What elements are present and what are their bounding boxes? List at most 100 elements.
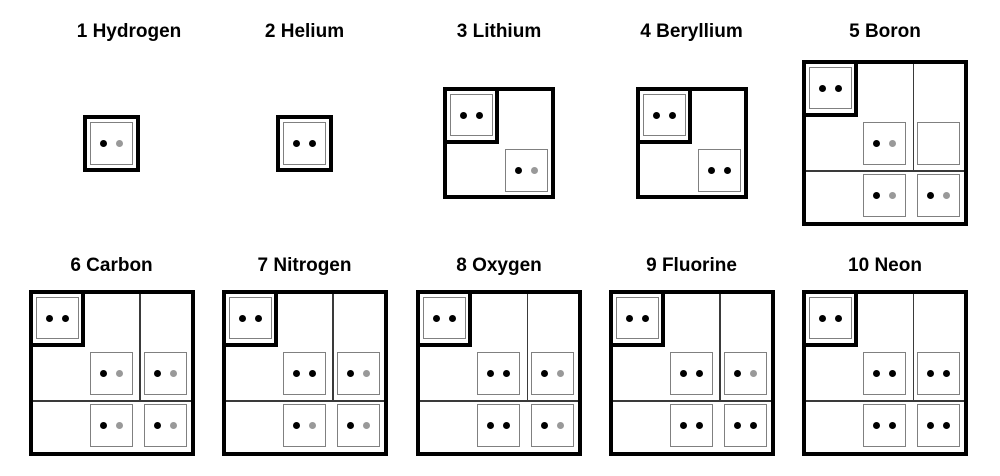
electron-dot xyxy=(476,111,483,119)
shell2-divider-horizontal xyxy=(32,400,191,402)
electron-slot-dot xyxy=(943,192,950,199)
element-title: 3 Lithium xyxy=(456,21,542,42)
orbital-2p-box-right xyxy=(143,352,187,395)
electron-dot xyxy=(292,370,300,377)
element-title: 6 Carbon xyxy=(70,255,153,276)
electron-dot xyxy=(873,192,880,199)
electron-dot xyxy=(309,139,316,147)
electron-dot xyxy=(679,370,687,377)
electron-slot-dot xyxy=(116,139,123,147)
electron-slot-dot xyxy=(362,370,370,377)
orbital-1s-box xyxy=(642,94,686,136)
element-title: 9 Fluorine xyxy=(646,255,737,276)
electron-slot-dot xyxy=(362,422,370,429)
electron-slot-dot xyxy=(308,422,316,429)
orbital-2s-box xyxy=(505,149,548,192)
electron-dot xyxy=(487,370,494,377)
element-diagram-beryllium xyxy=(635,87,748,199)
electron-dot xyxy=(487,422,494,429)
orbital-2p-box-bottom-middle xyxy=(863,174,906,217)
orbital-2p-box-right xyxy=(917,122,960,165)
electron-dot xyxy=(460,111,467,119)
electron-dot xyxy=(889,422,896,429)
electron-dot xyxy=(943,422,950,429)
element-title: 10 Neon xyxy=(848,255,922,276)
electron-dot xyxy=(503,370,510,377)
electron-dot xyxy=(733,370,741,377)
electron-dot xyxy=(819,84,826,92)
element-title: 5 Boron xyxy=(849,21,921,42)
electron-dot xyxy=(679,422,687,429)
electron-dot xyxy=(668,111,676,119)
orbital-2p-box-bottom-middle xyxy=(863,404,906,447)
electron-dot xyxy=(873,370,880,377)
element-diagram-neon xyxy=(802,290,968,456)
element-diagram-nitrogen xyxy=(221,290,388,456)
orbital-1s-box xyxy=(615,297,659,339)
electron-dot xyxy=(293,139,300,147)
orbital-1s-box xyxy=(283,121,326,165)
orbital-1s-box xyxy=(90,121,133,165)
orbital-2s-box xyxy=(89,352,133,395)
shell2-divider-horizontal xyxy=(612,400,771,402)
shell2-divider-vertical xyxy=(526,294,528,402)
electron-dot xyxy=(873,140,880,147)
electron-dot xyxy=(515,167,522,174)
electron-dot xyxy=(292,422,300,429)
orbital-1s-box xyxy=(35,297,79,339)
electron-dot xyxy=(625,314,633,322)
element-diagram-fluorine xyxy=(608,290,775,456)
electron-dot xyxy=(153,422,161,429)
electron-dot xyxy=(541,370,548,377)
electron-slot-dot xyxy=(115,370,123,377)
orbital-2p-box-bottom-right xyxy=(917,174,960,217)
electron-slot-dot xyxy=(169,422,177,429)
electron-dot xyxy=(927,370,934,377)
electron-slot-dot xyxy=(889,192,896,199)
element-diagram-helium xyxy=(276,114,333,172)
orbital-2s-box xyxy=(863,122,906,165)
shell2-divider-vertical xyxy=(139,294,141,402)
orbital-2s-box xyxy=(697,149,741,192)
electron-dot xyxy=(733,422,741,429)
orbital-1s-box xyxy=(809,297,852,339)
element-title: 7 Nitrogen xyxy=(257,255,352,276)
element-diagram-carbon xyxy=(28,290,195,456)
orbital-2p-box-right xyxy=(723,352,767,395)
orbital-2p-box-right xyxy=(531,352,574,395)
electron-dot xyxy=(100,139,107,147)
electron-dot xyxy=(433,314,440,322)
element-title: 2 Helium xyxy=(264,21,345,42)
orbital-1s-box xyxy=(450,94,493,136)
element-title: 4 Beryllium xyxy=(640,21,743,42)
electron-dot xyxy=(641,314,649,322)
orbital-2s-box xyxy=(669,352,713,395)
electron-dot xyxy=(652,111,660,119)
electron-dot xyxy=(308,370,316,377)
electron-dot xyxy=(749,422,757,429)
orbital-2s-box xyxy=(477,352,520,395)
orbital-2p-box-bottom-right xyxy=(143,404,187,447)
electron-dot xyxy=(723,167,731,174)
electron-slot-dot xyxy=(889,140,896,147)
electron-dot xyxy=(889,370,896,377)
electron-dot xyxy=(835,84,842,92)
shell2-divider-horizontal xyxy=(806,170,964,172)
electron-dot xyxy=(707,167,715,174)
orbital-2p-box-bottom-middle xyxy=(282,404,326,447)
electron-dot xyxy=(238,314,246,322)
shell2-divider-vertical xyxy=(912,294,914,402)
orbital-2p-box-bottom-right xyxy=(723,404,767,447)
orbital-1s-box xyxy=(809,67,852,109)
orbital-2p-box-bottom-right xyxy=(336,404,380,447)
element-title: 8 Oxygen xyxy=(456,255,542,276)
electron-dot xyxy=(346,422,354,429)
electron-dot xyxy=(503,422,510,429)
electron-dot xyxy=(153,370,161,377)
electron-dot xyxy=(99,422,107,429)
electron-dot xyxy=(835,314,842,322)
electron-dot xyxy=(61,314,69,322)
electron-dot xyxy=(927,422,934,429)
electron-slot-dot xyxy=(531,167,538,174)
electron-dot xyxy=(45,314,53,322)
